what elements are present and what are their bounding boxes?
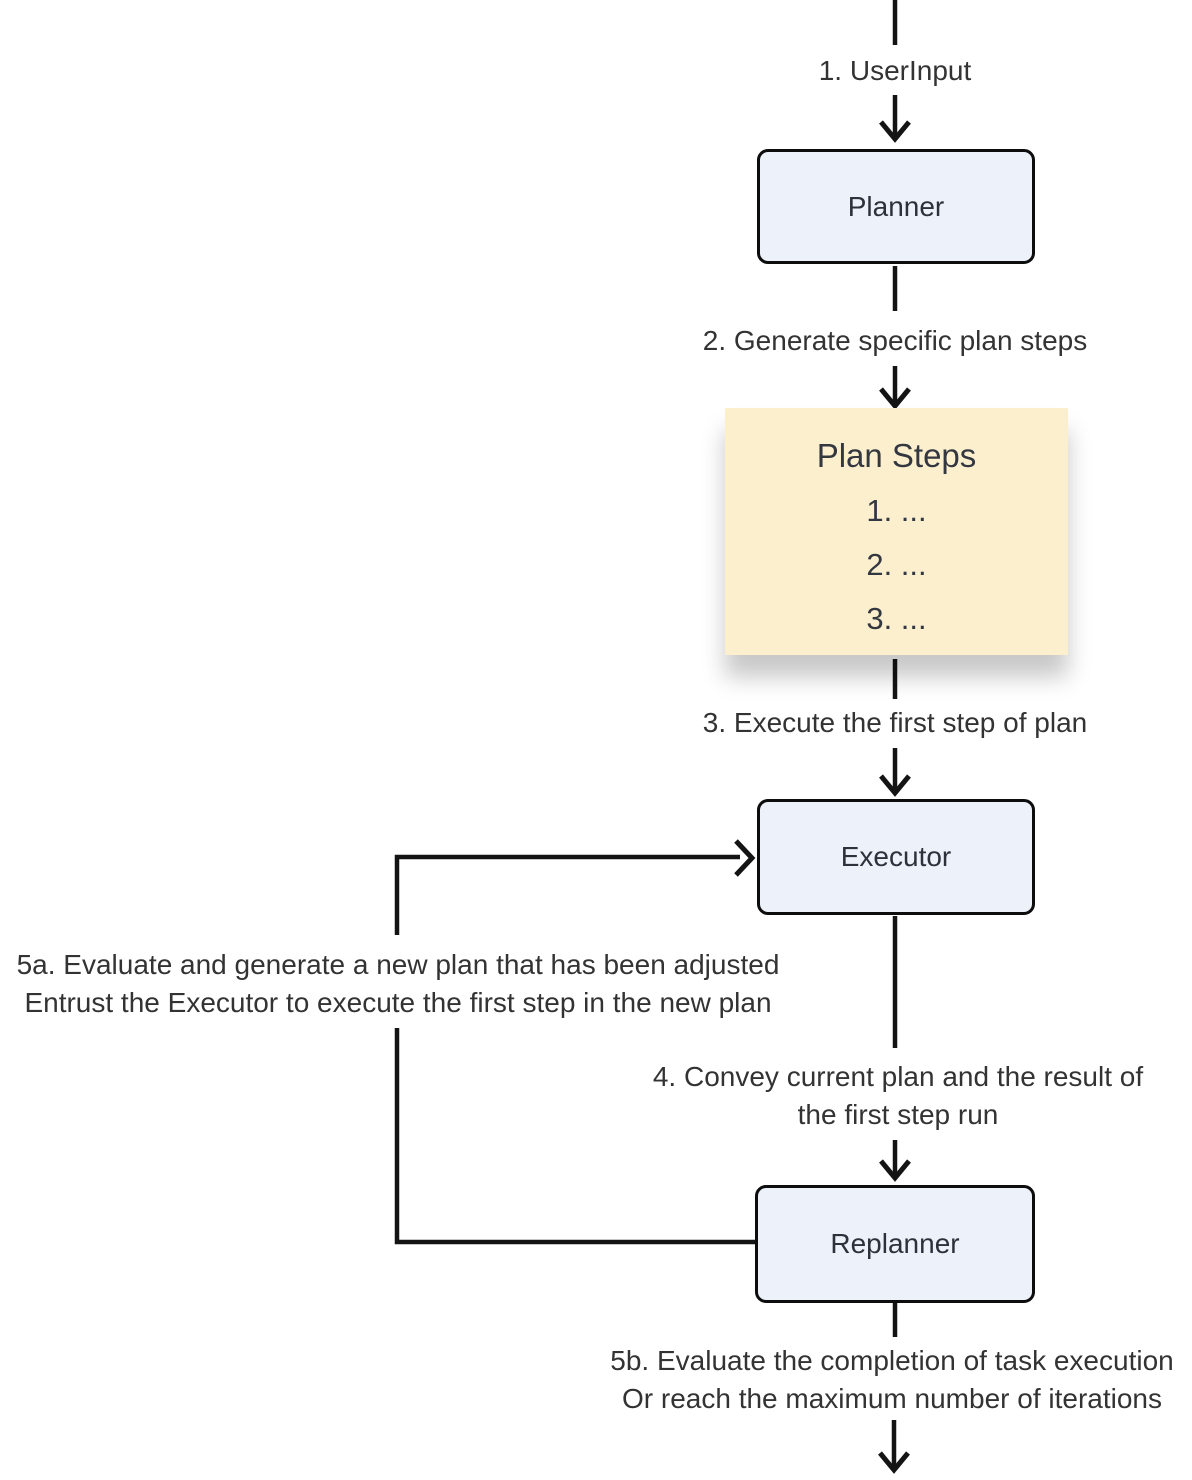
edge-label-convey: 4. Convey current plan and the result of…: [653, 1058, 1143, 1134]
edge-label-generate: 2. Generate specific plan steps: [702, 325, 1088, 356]
node-replanner: Replanner: [755, 1185, 1035, 1303]
node-replanner-label: Replanner: [830, 1228, 960, 1259]
plan-steps-title: Plan Steps: [816, 437, 977, 474]
edge-user-input-arrow: [879, 95, 911, 143]
edge-label-finish: 5b. Evaluate the completion of task exec…: [610, 1342, 1173, 1418]
edge-finish-arrow: [878, 1420, 910, 1474]
edge-label-replan-loop-line2: Entrust the Executor to execute the firs…: [24, 987, 772, 1018]
node-executor-label: Executor: [840, 841, 952, 872]
plan-step-item: 2. ...: [866, 547, 927, 582]
edge-replan-loop: [394, 839, 757, 1245]
edge-label-execute-first: 3. Execute the first step of plan: [702, 707, 1088, 738]
edge-label-replan-loop-line1: 5a. Evaluate and generate a new plan tha…: [16, 949, 780, 980]
edge-execute-arrow: [879, 748, 911, 797]
edge-label-convey-line1: 4. Convey current plan and the result of: [652, 1061, 1144, 1092]
plan-step-item: 1. ...: [866, 493, 927, 528]
edge-label-finish-line2: Or reach the maximum number of iteration…: [622, 1383, 1162, 1414]
plan-step-item: 3. ...: [866, 601, 927, 636]
edge-label-finish-line1: 5b. Evaluate the completion of task exec…: [610, 1345, 1174, 1376]
edge-label-convey-line2: the first step run: [797, 1099, 999, 1130]
node-plan-steps: Plan Steps 1. ... 2. ... 3. ...: [725, 408, 1068, 655]
plan-steps-list: 1. ... 2. ... 3. ...: [725, 484, 1068, 646]
node-planner-label: Planner: [847, 190, 945, 222]
node-planner: Planner: [757, 149, 1035, 264]
edge-label-user-input: 1. UserInput: [818, 55, 972, 86]
edge-convey-arrow: [879, 1140, 911, 1182]
node-executor: Executor: [757, 799, 1035, 915]
edge-generate-arrow: [879, 366, 911, 410]
edge-label-replan-loop: 5a. Evaluate and generate a new plan tha…: [17, 946, 780, 1022]
